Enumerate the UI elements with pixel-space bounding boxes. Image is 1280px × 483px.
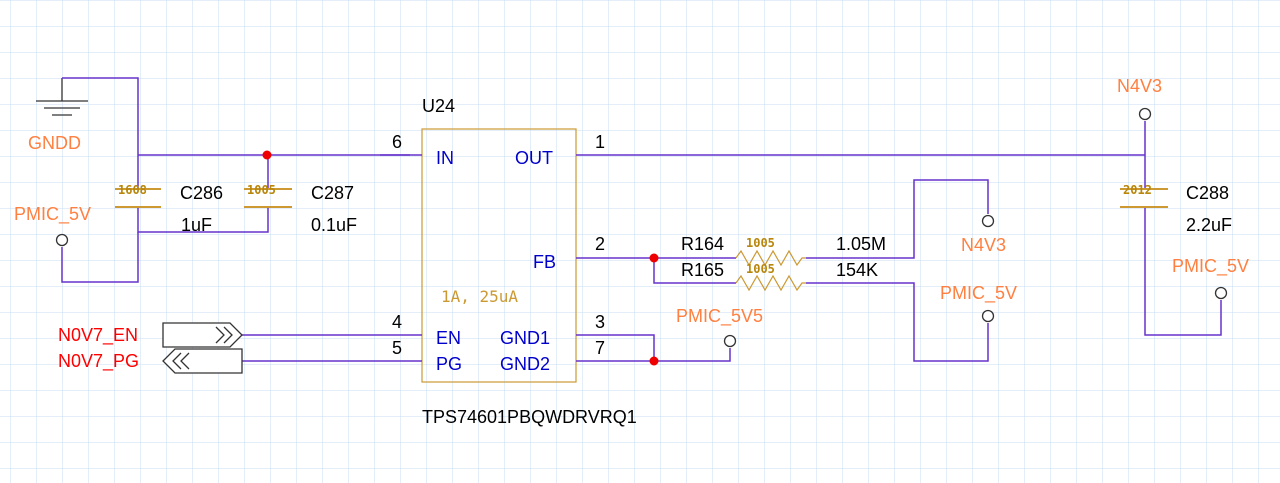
c287-value: 0.1uF	[311, 215, 357, 235]
net-label-pmic-5v5: PMIC_5V5	[676, 306, 763, 327]
c287-ref: C287	[311, 183, 354, 203]
resistor-r165	[735, 274, 806, 292]
pin-gnd2-number: 7	[595, 338, 605, 358]
pin-gnd1-label: GND1	[500, 328, 550, 348]
power-port-pmic-5v5	[723, 334, 737, 348]
c288-ref: C288	[1186, 183, 1229, 203]
junction-dot	[649, 356, 659, 366]
net-label-pmic-5v-fb: PMIC_5V	[940, 283, 1017, 304]
r165-value: 154K	[836, 260, 878, 280]
ic-body-u24	[421, 128, 577, 383]
c287-package: 1005	[247, 183, 276, 197]
c288-package: 2012	[1123, 183, 1152, 197]
c286-value: 1uF	[181, 215, 212, 235]
output-wires	[576, 121, 1222, 336]
input-wires	[61, 77, 410, 283]
pin-out-label: OUT	[515, 148, 553, 168]
pin-en-number: 4	[392, 312, 402, 332]
pin-gnd1-number: 3	[595, 312, 605, 332]
pin-gnd2-label: GND2	[500, 354, 550, 374]
port-n0v7-pg-symbol	[162, 348, 243, 374]
pin-en-label: EN	[436, 328, 461, 348]
pin-in-label: IN	[436, 148, 454, 168]
pin-fb-number: 2	[595, 234, 605, 254]
net-label-gndd: GNDD	[28, 133, 81, 153]
capacitor-c287	[244, 188, 292, 208]
r164-value: 1.05M	[836, 234, 886, 254]
power-port-n4v3-fb	[981, 214, 995, 228]
capacitor-c288	[1120, 188, 1168, 208]
r165-package: 1005	[746, 262, 775, 276]
net-label-n4v3-fb: N4V3	[961, 235, 1006, 255]
port-label-pg: N0V7_PG	[58, 351, 139, 372]
power-port-pmic-5v-right	[1214, 286, 1228, 300]
ic-part-number: TPS74601PBQWDRVRQ1	[422, 407, 637, 427]
pin-pg-label: PG	[436, 354, 462, 374]
pin-out-number: 1	[595, 132, 605, 152]
junction-dot	[262, 150, 272, 160]
net-label-pmic-5v-right: PMIC_5V	[1172, 256, 1249, 277]
r164-package: 1005	[746, 236, 775, 250]
resistor-r164	[735, 249, 806, 267]
ic-ref: U24	[422, 96, 455, 116]
pin-pg-number: 5	[392, 338, 402, 358]
power-port-pmic-5v-fb	[981, 309, 995, 323]
capacitor-c286	[115, 188, 161, 208]
junction-dot	[649, 253, 659, 263]
power-port-n4v3-top	[1138, 107, 1152, 121]
r165-ref: R165	[681, 260, 724, 280]
r164-ref: R164	[681, 234, 724, 254]
net-label-pmic-5v-left: PMIC_5V	[14, 204, 91, 225]
ground-symbol	[36, 78, 88, 116]
c286-ref: C286	[180, 183, 223, 203]
pin-in-number: 6	[392, 132, 402, 152]
pin-fb-label: FB	[533, 252, 556, 272]
gnd-wires	[576, 334, 731, 362]
power-port-pmic-5v-left	[55, 233, 69, 247]
port-n0v7-en-symbol	[162, 322, 243, 348]
port-label-en: N0V7_EN	[58, 325, 138, 346]
c286-package: 1608	[118, 183, 147, 197]
c288-value: 2.2uF	[1186, 215, 1232, 235]
net-label-n4v3-top: N4V3	[1117, 76, 1162, 96]
ic-param: 1A, 25uA	[441, 287, 518, 306]
